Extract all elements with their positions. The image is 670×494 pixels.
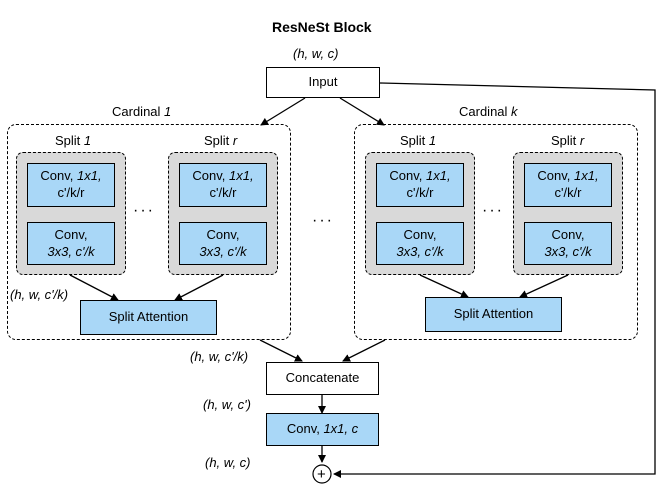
arrow-c1-sr-to-attention — [174, 274, 224, 301]
cardinal-1-title-prefix: Cardinal — [112, 104, 165, 119]
arrow-cardinal-1-to-concat — [259, 339, 303, 362]
concatenate-label: Concatenate — [285, 370, 360, 386]
arrow-cardinal-k-to-concat — [342, 339, 386, 362]
sum-symbol: + — [317, 466, 326, 483]
input-block-label: Input — [308, 74, 338, 90]
cardinal-k-group — [354, 124, 638, 340]
ck-split-attention: Split Attention — [425, 297, 562, 332]
final-conv-kernel: 1x1, c — [323, 421, 359, 437]
c1-sr-conv2-kernel: 3x3, c'/k — [199, 243, 247, 259]
ck-split-dots: ··· — [482, 202, 504, 219]
c1-sr-conv1-prefix: Conv, — [192, 168, 230, 184]
ck-split-1-title: Split 1 — [400, 134, 436, 147]
ck-sr-conv2-prefix: Conv, — [551, 226, 585, 242]
ck-split-attention-label: Split Attention — [453, 306, 534, 322]
input-shape-label: (h, w, c) — [293, 46, 339, 61]
final-conv-prefix: Conv, — [286, 421, 324, 437]
c1-split-1-title-index: 1 — [83, 133, 92, 148]
c1-sr-conv2-prefix: Conv, — [206, 226, 240, 242]
arrow-ck-sr-to-attention — [519, 274, 569, 298]
ck-sr-conv1-kernel: 1x1, — [574, 168, 599, 184]
concatenate-block: Concatenate — [266, 362, 379, 395]
ck-split-1-conv1x1: Conv, 1x1, c'/k/r — [376, 163, 464, 207]
cardinal-k-title-prefix: Cardinal — [459, 104, 512, 119]
sum-node — [312, 464, 332, 484]
c1-split-1-conv1x1: Conv, 1x1, c'/k/r — [27, 163, 115, 207]
cardinal-1-title: Cardinal 1 — [112, 105, 171, 118]
ck-split-r-conv1x1: Conv, 1x1, c'/k/r — [524, 163, 612, 207]
c1-s1-conv1-channels: c'/k/r — [57, 185, 85, 200]
ck-split-r-title-index: r — [579, 133, 585, 148]
c1-s1-conv2-prefix: Conv, — [54, 226, 88, 242]
arrow-input-to-cardinal-1 — [260, 97, 306, 126]
ck-sr-conv1-prefix: Conv, — [537, 168, 575, 184]
c1-split-r-title: Split r — [204, 134, 237, 147]
ck-s1-conv1-channels: c'/k/r — [406, 185, 434, 200]
ck-s1-conv1-kernel: 1x1, — [426, 168, 451, 184]
ck-s1-conv2-kernel: 3x3, c'/k — [396, 243, 444, 259]
c1-split-r-title-index: r — [232, 133, 238, 148]
c1-split-dots: ··· — [133, 202, 155, 219]
ck-sr-conv2-kernel: 3x3, c'/k — [544, 243, 592, 259]
c1-split-attention: Split Attention — [80, 300, 217, 335]
cardinal-k-title-index: k — [511, 104, 518, 119]
c1-split-r-title-prefix: Split — [204, 133, 233, 148]
cardinal-k-title: Cardinal k — [459, 105, 518, 118]
ck-split-r-title: Split r — [551, 134, 584, 147]
ck-s1-conv2-prefix: Conv, — [403, 226, 437, 242]
residual-skip-connection — [333, 82, 656, 478]
ck-sr-conv1-channels: c'/k/r — [554, 185, 582, 200]
cardinal-1-title-index: 1 — [164, 104, 172, 119]
c1-split-1-title: Split 1 — [55, 134, 91, 147]
ck-split-r-conv3x3: Conv, 3x3, c'/k — [524, 222, 612, 265]
ck-split-1-conv3x3: Conv, 3x3, c'/k — [376, 222, 464, 265]
concat-output-shape-label: (h, w, c') — [203, 397, 251, 412]
ck-split-1-title-index: 1 — [428, 133, 437, 148]
final-output-shape-label: (h, w, c) — [205, 455, 251, 470]
c1-sr-conv1-channels: c'/k/r — [209, 185, 237, 200]
c1-split-shape-label: (h, w, c'/k) — [10, 287, 69, 302]
ck-s1-conv1-prefix: Conv, — [389, 168, 427, 184]
input-block: Input — [266, 67, 380, 98]
c1-split-1-conv3x3: Conv, 3x3, c'/k — [27, 222, 115, 265]
concat-input-shape-label: (h, w, c'/k) — [190, 349, 249, 364]
arrow-ck-s1-to-attention — [419, 274, 469, 298]
c1-split-r-conv3x3: Conv, 3x3, c'/k — [179, 222, 267, 265]
ck-split-r-title-prefix: Split — [551, 133, 580, 148]
c1-s1-conv1-prefix: Conv, — [40, 168, 78, 184]
cardinal-1-group — [7, 124, 291, 340]
final-conv-block: Conv, 1x1, c — [266, 413, 379, 446]
c1-s1-conv1-kernel: 1x1, — [77, 168, 102, 184]
c1-split-r-conv1x1: Conv, 1x1, c'/k/r — [179, 163, 267, 207]
c1-s1-conv2-kernel: 3x3, c'/k — [47, 243, 95, 259]
c1-sr-conv1-kernel: 1x1, — [229, 168, 254, 184]
ck-split-1-title-prefix: Split — [400, 133, 429, 148]
arrow-input-to-cardinal-k — [339, 97, 385, 126]
arrow-c1-s1-to-attention — [69, 274, 119, 301]
diagram-title: ResNeSt Block — [272, 19, 372, 35]
cardinal-dots: ··· — [312, 212, 334, 229]
c1-split-1-title-prefix: Split — [55, 133, 84, 148]
c1-split-attention-label: Split Attention — [108, 309, 189, 325]
